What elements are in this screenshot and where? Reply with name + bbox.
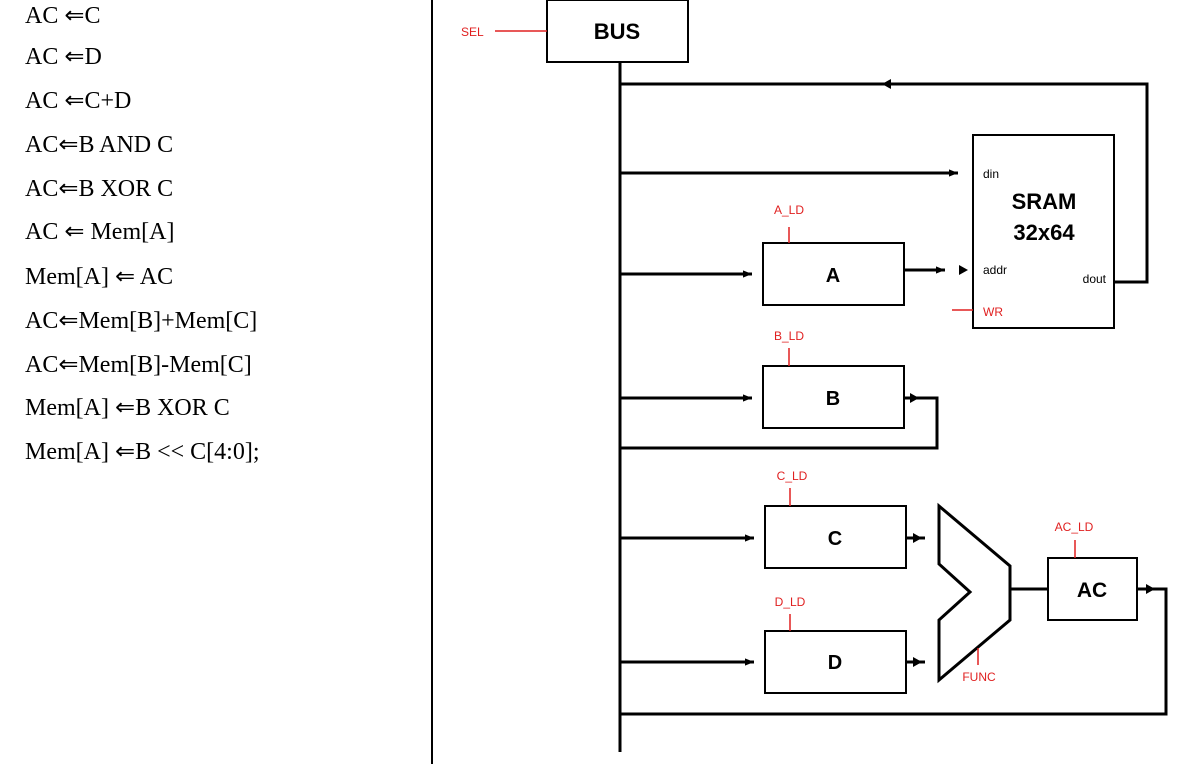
d-out-arrowhead [913, 657, 922, 667]
a-ld-signal-label: A_LD [774, 203, 804, 217]
operation-destination: AC [25, 308, 59, 334]
bus-box [546, 0, 689, 63]
operation-destination: AC [25, 176, 59, 202]
operation-destination: AC [25, 3, 65, 29]
operation-destination: Mem[A] [25, 439, 115, 465]
operation-source: C+D [84, 88, 132, 114]
operation-line: AC ⇐D [25, 41, 102, 71]
operation-destination: AC [25, 352, 59, 378]
operation-destination: AC [25, 88, 65, 114]
operation-source: AC [135, 264, 174, 290]
sram-addr-port: addr [983, 263, 1007, 277]
b-ld-signal-label: B_LD [774, 329, 804, 343]
operation-source: Mem[A] [84, 219, 175, 245]
operation-source: B AND C [78, 132, 174, 158]
operation-source: C [84, 3, 101, 29]
left-arrow-icon: ⇐ [58, 350, 79, 378]
func-signal-label: FUNC [962, 670, 996, 684]
left-arrow-icon: ⇐ [64, 217, 85, 245]
b-out-arrowhead [910, 393, 919, 403]
operation-line: AC⇐Mem[B]+Mem[C] [25, 305, 257, 335]
sram-dout-port: dout [1083, 272, 1107, 286]
left-arrow-icon: ⇐ [114, 437, 136, 465]
left-arrow-icon: ⇐ [58, 306, 79, 334]
operation-source: B XOR C [135, 395, 230, 421]
operation-destination: Mem[A] [25, 395, 115, 421]
operation-line: AC⇐Mem[B]-Mem[C] [25, 349, 252, 379]
left-arrow-icon: ⇐ [64, 86, 85, 114]
register-b-label: B [826, 388, 840, 410]
operation-destination: AC [25, 44, 65, 70]
operation-line: Mem[A] ⇐B << C[4:0]; [25, 436, 260, 466]
operation-destination: Mem[A] [25, 264, 115, 290]
dout-feedback-arrowhead [882, 79, 891, 89]
c-ld-signal-label: C_LD [777, 469, 808, 483]
operation-line: AC ⇐ Mem[A] [25, 216, 174, 246]
operation-line: AC ⇐C [25, 0, 100, 30]
ac-ld-signal-label: AC_LD [1055, 520, 1094, 534]
c-out-arrowhead [913, 533, 922, 543]
alu-shape [937, 502, 1012, 684]
left-arrow-icon: ⇐ [114, 262, 136, 290]
operation-line: Mem[A] ⇐B XOR C [25, 392, 230, 422]
left-arrow-icon: ⇐ [58, 130, 79, 158]
register-b-box [762, 365, 905, 429]
operation-source: Mem[B]-Mem[C] [78, 352, 252, 378]
a-to-addr-arrowhead [959, 265, 968, 275]
sram-din-port: din [983, 167, 999, 181]
operation-line: AC⇐B XOR C [25, 173, 173, 203]
register-ac-label: AC [1077, 579, 1107, 602]
sel-signal-label: SEL [461, 25, 484, 39]
operation-line: AC ⇐C+D [25, 85, 131, 115]
operation-destination: AC [25, 132, 59, 158]
operation-source: B << C[4:0]; [135, 439, 260, 465]
operation-source: D [84, 44, 102, 70]
left-arrow-icon: ⇐ [64, 42, 85, 70]
d-ld-signal-label: D_LD [775, 595, 806, 609]
register-d-box [764, 630, 907, 694]
operation-destination: AC [25, 219, 65, 245]
wr-signal-label: WR [983, 305, 1003, 319]
ac-out-arrowhead [1146, 584, 1155, 594]
left-arrow-icon: ⇐ [58, 174, 79, 202]
operation-line: AC⇐B AND C [25, 129, 173, 159]
sram-box [972, 134, 1115, 329]
left-arrow-icon: ⇐ [64, 1, 85, 29]
bus-label: BUS [594, 19, 640, 44]
sram-title-line1: SRAM [1012, 189, 1077, 214]
register-ac-box [1047, 557, 1138, 621]
register-c-label: C [828, 528, 842, 550]
register-a-label: A [826, 265, 840, 287]
operation-source: B XOR C [78, 176, 174, 202]
sram-title-line2: 32x64 [1013, 220, 1075, 245]
operation-source: Mem[B]+Mem[C] [78, 308, 258, 334]
panel-divider [431, 0, 433, 764]
b-loopback-wire [620, 396, 939, 450]
left-arrow-icon: ⇐ [114, 393, 136, 421]
operation-line: Mem[A] ⇐ AC [25, 261, 173, 291]
register-d-label: D [828, 652, 842, 674]
register-a-box [762, 242, 905, 306]
register-c-box [764, 505, 907, 569]
